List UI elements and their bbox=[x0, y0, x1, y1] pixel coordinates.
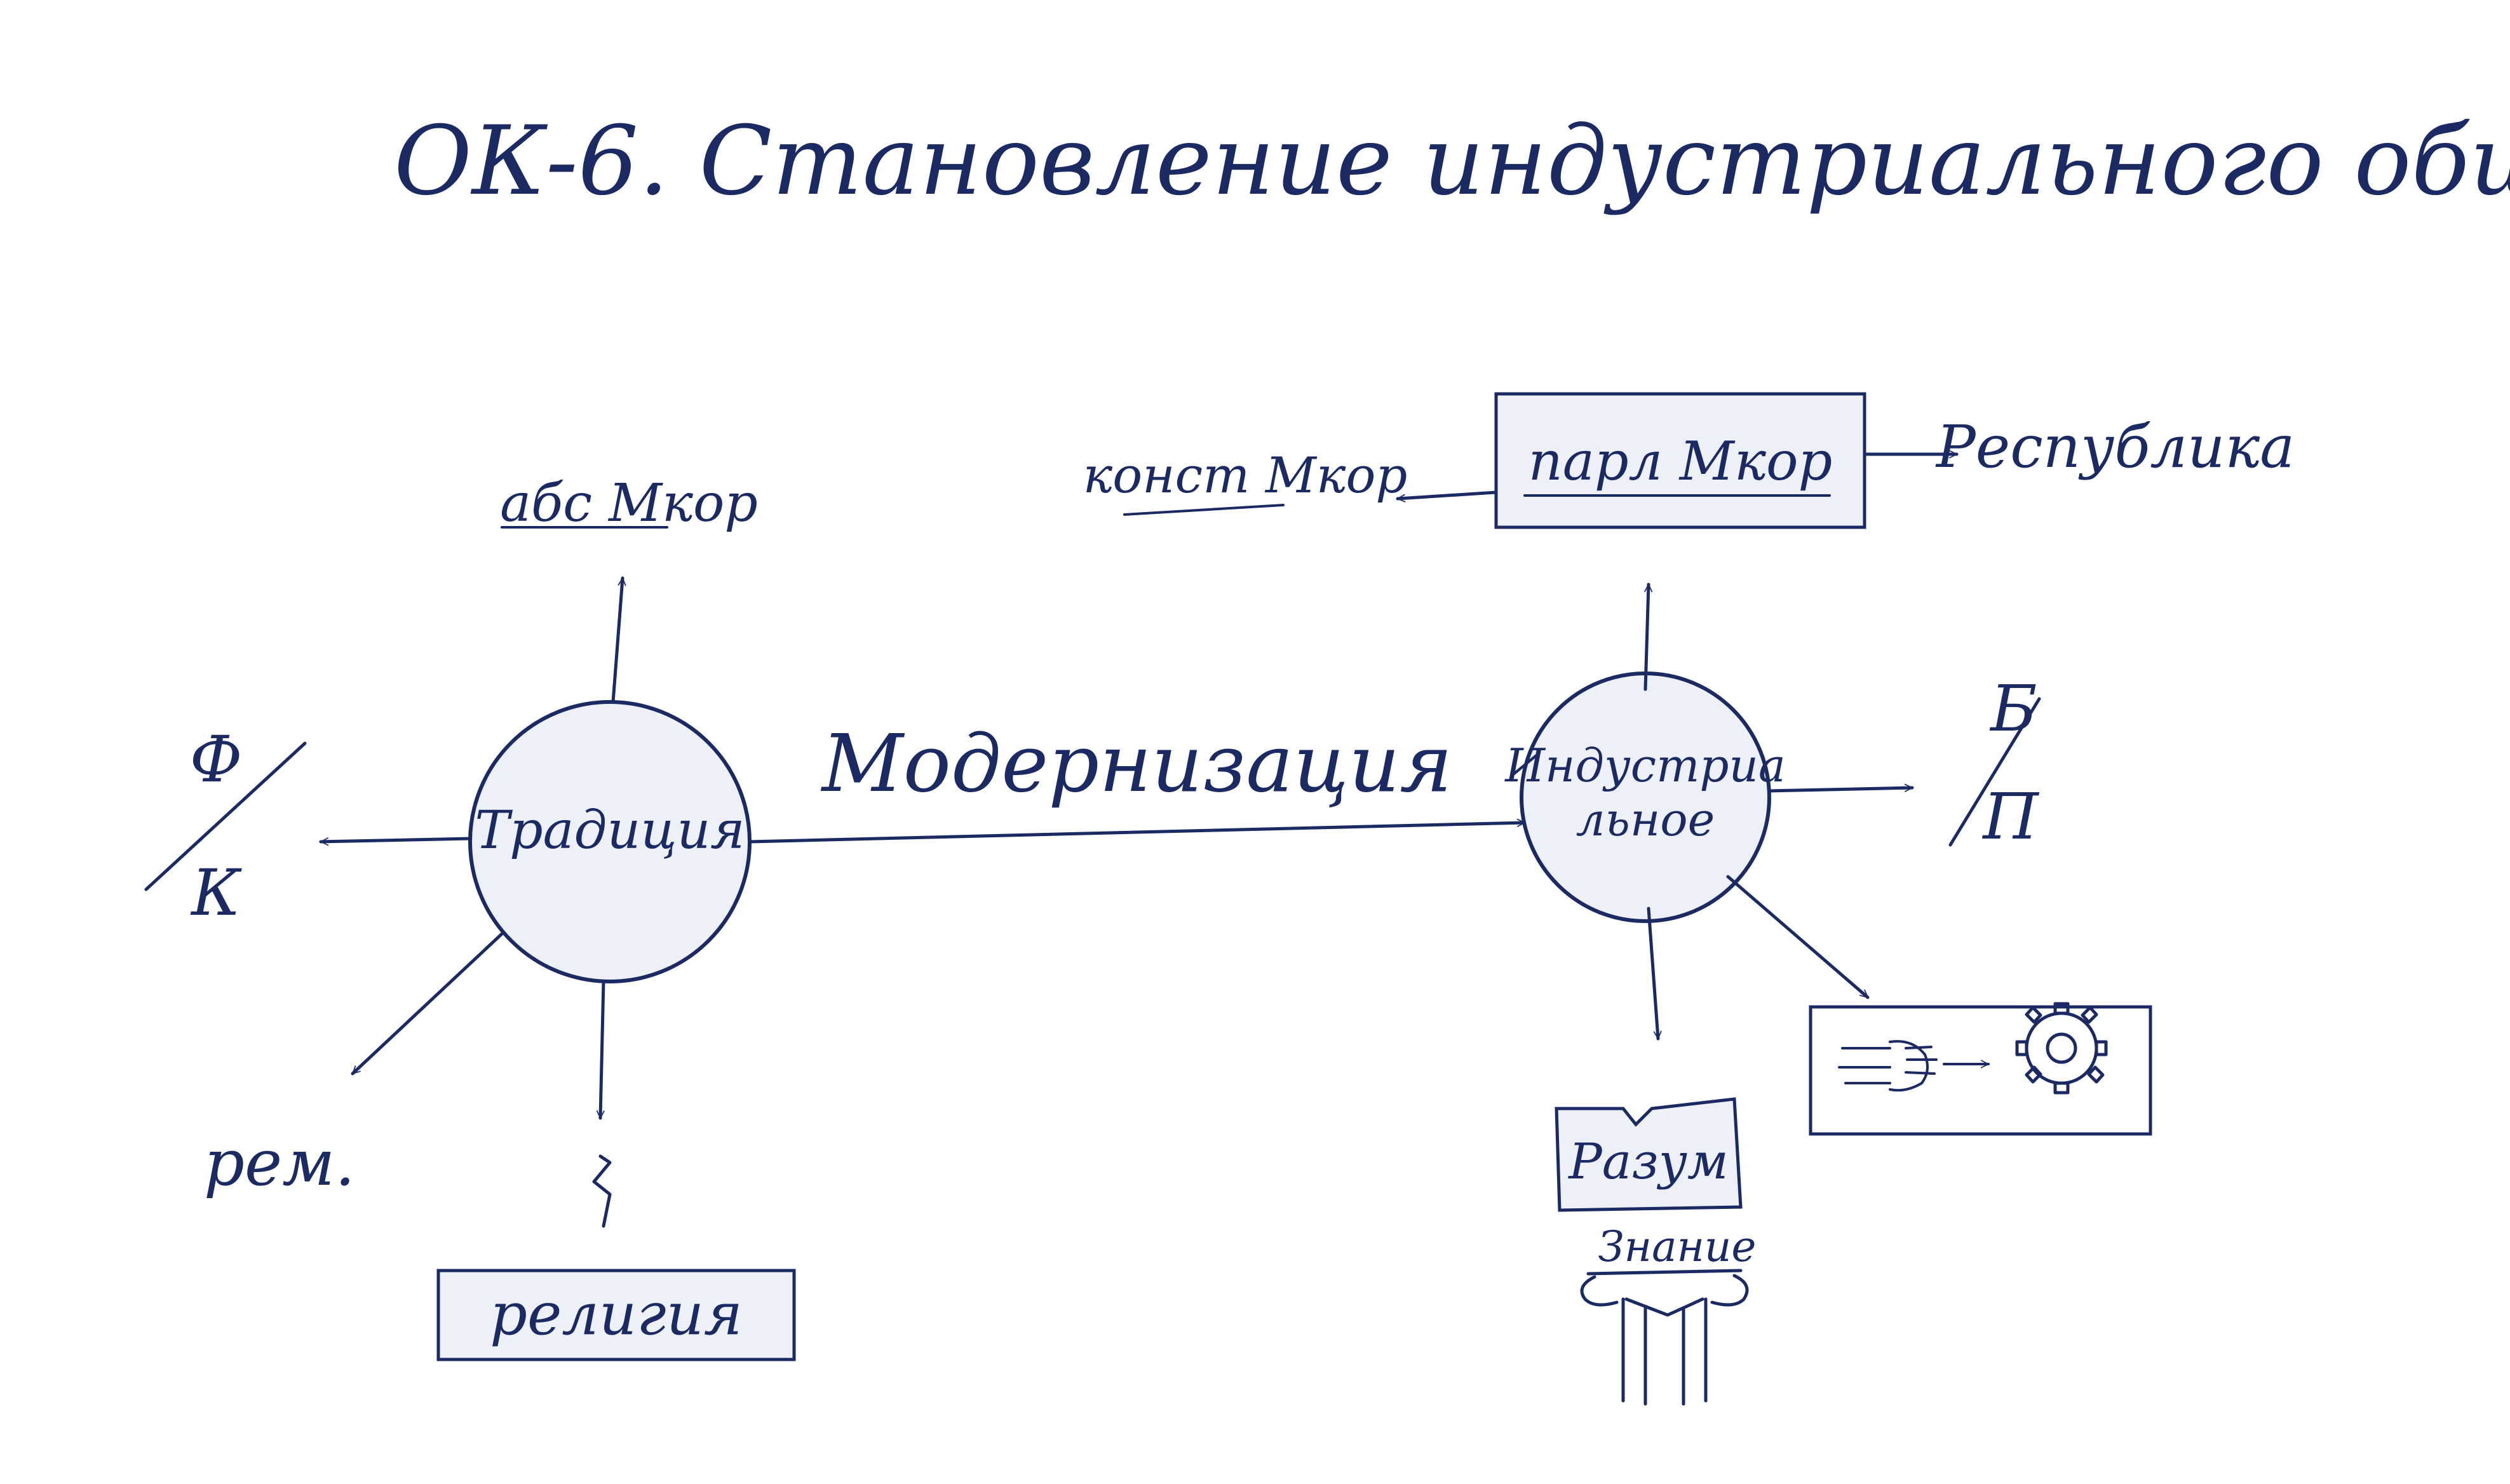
feudal-letter: Ф bbox=[189, 722, 242, 797]
gear-icon bbox=[2015, 1002, 2108, 1095]
reason-label: Разум bbox=[1567, 1133, 1728, 1191]
modernization-label: Модернизация bbox=[821, 718, 1453, 810]
column-icon bbox=[1580, 1269, 1749, 1406]
religion-frame bbox=[436, 1269, 796, 1361]
reason-box: Разум bbox=[1555, 1097, 1743, 1212]
knowledge-label: Знание bbox=[1598, 1222, 1757, 1271]
industrial-node: Индустриа льное bbox=[1504, 671, 1786, 923]
modernization-arrow bbox=[748, 818, 1527, 844]
arrow-industrial-down-right bbox=[1726, 875, 1870, 999]
religion-label: религия bbox=[490, 1280, 743, 1348]
absolute-monarchy-label: абс Мкор bbox=[500, 473, 758, 534]
parliamentary-monarchy-label: парл Мкор bbox=[1528, 430, 1833, 492]
parliamentary-monarchy-frame bbox=[1494, 392, 1866, 529]
reason-frame bbox=[1555, 1097, 1743, 1212]
arrow-traditional-up bbox=[611, 576, 626, 704]
arrow-traditional-down bbox=[596, 980, 605, 1120]
lightning-mark bbox=[592, 1154, 612, 1228]
arrow-traditional-left bbox=[319, 837, 472, 846]
religion-box: религия bbox=[436, 1269, 796, 1361]
industrial-label-line1: Индустриа bbox=[1504, 739, 1786, 792]
feudal-slash bbox=[144, 741, 307, 891]
industrial-label-line2: льное bbox=[1576, 793, 1715, 846]
arrow-industrial-down bbox=[1647, 907, 1662, 1041]
crafts-label: рем. bbox=[204, 1126, 355, 1200]
bourgeoisie-slash bbox=[1948, 697, 2041, 847]
arrow-traditional-down-left bbox=[351, 932, 504, 1076]
constitutional-monarchy-underline bbox=[1123, 504, 1285, 516]
constitutional-monarchy-label: конст Мкор bbox=[1083, 447, 1408, 504]
peasant-letter: К bbox=[190, 856, 242, 930]
arrow-to-constitutional-monarchy bbox=[1396, 490, 1498, 503]
proletariat-letter: П bbox=[1981, 779, 2039, 854]
machine-labor-box bbox=[1809, 1002, 2152, 1136]
bourgeoisie-letter: Б bbox=[1989, 671, 2037, 746]
hand-icon bbox=[1838, 1040, 1938, 1092]
arrow-industrial-right bbox=[1767, 783, 1914, 793]
parliamentary-monarchy-box: парл Мкор bbox=[1494, 392, 1866, 529]
traditional-node: Традиция bbox=[468, 700, 752, 983]
diagram-title: ОК-6. Становление индустриального общест… bbox=[394, 106, 2510, 217]
republic-label: Республика bbox=[1935, 413, 2295, 481]
arrow-industrial-up bbox=[1643, 583, 1653, 691]
traditional-label: Традиция bbox=[475, 800, 745, 861]
